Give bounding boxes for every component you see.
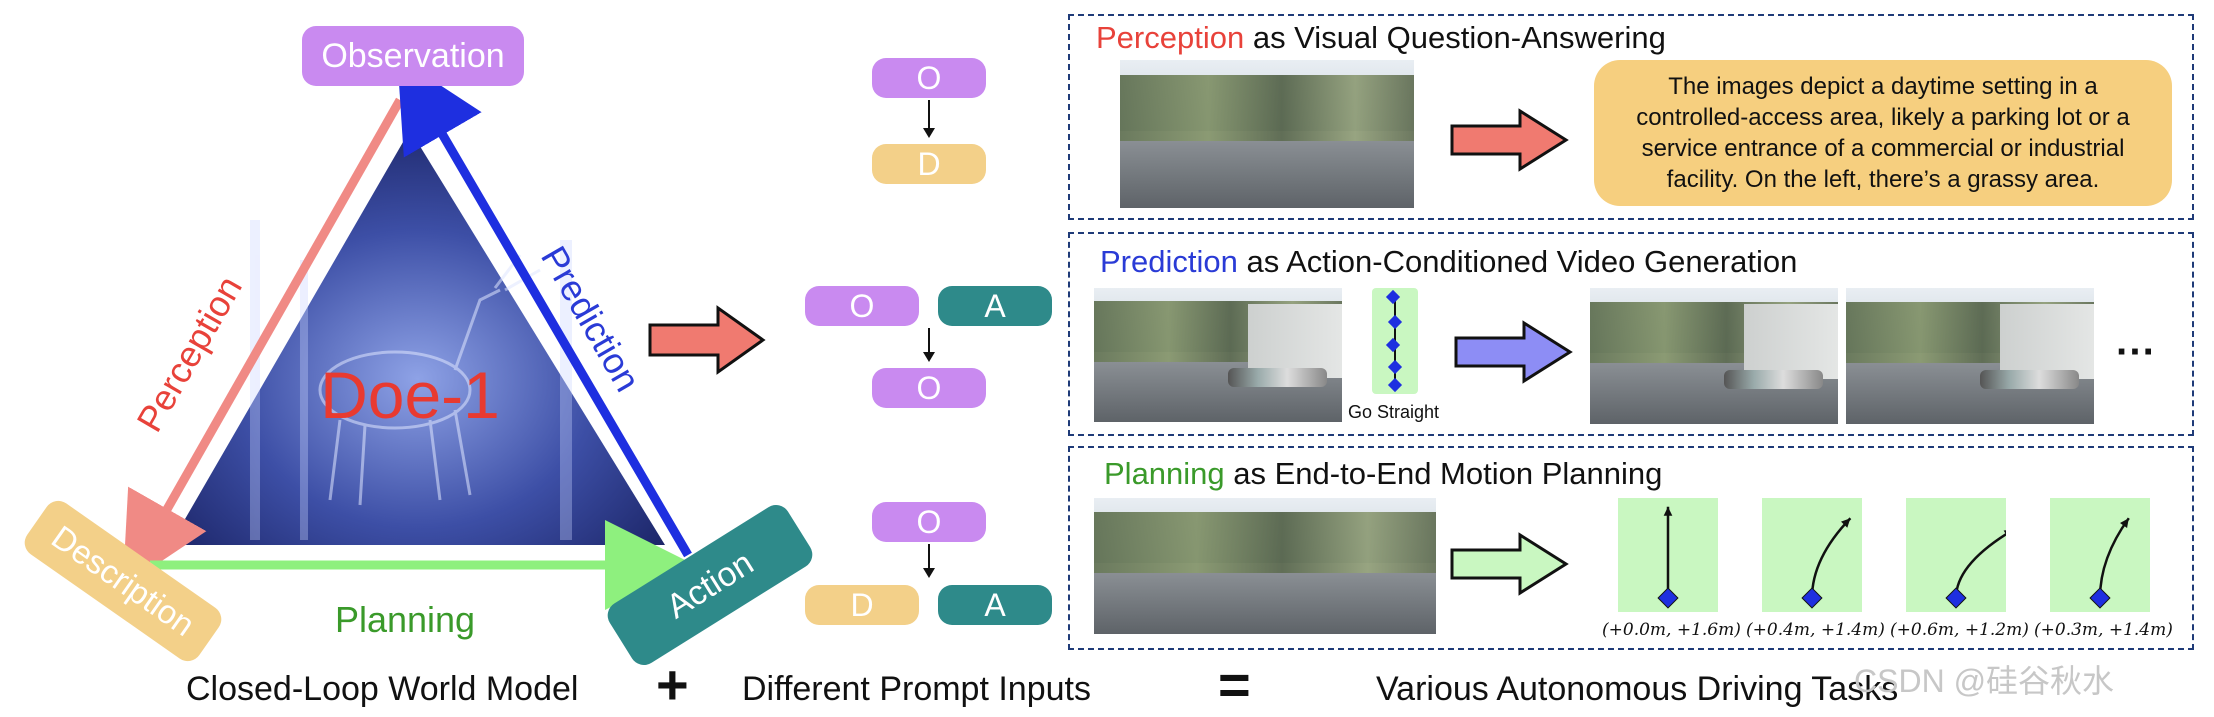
plus-symbol: + <box>656 653 689 716</box>
go-straight-trajectory-icon <box>1385 289 1403 393</box>
prompt2-o: O <box>805 286 919 326</box>
perception-panel-title: Perception as Visual Question-Answering <box>1096 20 1666 55</box>
perception-arrow-icon <box>1450 108 1569 172</box>
prediction-panel-title: Prediction as Action-Conditioned Video G… <box>1100 244 1798 279</box>
ego-vehicle-icon <box>1657 587 1679 609</box>
prompt3-down-arrow <box>923 544 935 578</box>
prompt1-down-arrow <box>923 100 935 138</box>
planning-panel: Planning as End-to-End Motion Planning (… <box>1068 446 2194 650</box>
prompt3-o: O <box>872 502 986 542</box>
planning-label: Planning <box>335 599 475 640</box>
trajectory-box-1 <box>1618 498 1718 612</box>
perception-answer-text: The images depict a daytime setting in a… <box>1636 73 2130 193</box>
equals-symbol: = <box>1218 653 1251 716</box>
center-title: Doe-1 <box>320 358 500 432</box>
trajectory-path-3 <box>1945 528 2015 609</box>
prediction-input-frame <box>1094 288 1342 422</box>
perception-arrow <box>122 97 404 588</box>
trajectory-label-2: (+0.4m, +1.4m) <box>1746 620 1885 640</box>
prediction-arrow-icon <box>1454 320 1573 384</box>
observation-label: Observation <box>321 36 505 75</box>
perception-panel: Perception as Visual Question-Answering … <box>1068 14 2194 220</box>
prompt1-d: D <box>872 144 986 184</box>
prompt2-o-out: O <box>872 368 986 408</box>
prompt2-a: A <box>938 286 1052 326</box>
prompt3-d: D <box>805 585 919 625</box>
trajectory-box-2 <box>1762 498 1862 612</box>
trajectory-path-4 <box>2089 517 2130 609</box>
prompt1-o: O <box>872 58 986 98</box>
bottom-left-text: Closed-Loop World Model <box>186 670 579 708</box>
observation-node: Observation <box>302 26 524 86</box>
prediction-panel: Prediction as Action-Conditioned Video G… <box>1068 232 2194 436</box>
perception-input-image <box>1120 60 1414 208</box>
trajectory-box-4 <box>2050 498 2150 612</box>
trajectory-label-1: (+0.0m, +1.6m) <box>1602 620 1741 640</box>
doe-illustration <box>170 130 665 545</box>
planning-arrow-icon <box>1450 532 1569 596</box>
planning-panel-title: Planning as End-to-End Motion Planning <box>1104 456 1663 491</box>
prediction-arrow <box>397 57 692 558</box>
planning-input-image <box>1094 498 1436 634</box>
watermark: CSDN @硅谷秋水 <box>1854 663 2115 699</box>
trajectory-box-3 <box>1906 498 2015 612</box>
prediction-ellipsis: ··· <box>2116 330 2156 374</box>
to-prompts-arrow <box>648 305 766 375</box>
perception-answer-bubble: The images depict a daytime setting in a… <box>1594 60 2172 206</box>
bottom-right-text: Various Autonomous Driving Tasks <box>1376 670 1899 708</box>
prediction-output-frame-1 <box>1590 288 1838 424</box>
bottom-middle-text: Different Prompt Inputs <box>742 670 1091 708</box>
ego-vehicle-icon <box>1801 587 1823 609</box>
closed-loop-diagram: Perception Prediction Planning Doe-1 <box>122 57 695 640</box>
trajectory-path-1 <box>1657 506 1679 609</box>
perception-label: Perception <box>128 269 250 439</box>
trajectory-label-3: (+0.6m, +1.2m) <box>1890 620 2029 640</box>
trajectory-path-2 <box>1801 517 1852 609</box>
trajectory-label-4: (+0.3m, +1.4m) <box>2034 620 2173 640</box>
prompt3-a: A <box>938 585 1052 625</box>
go-straight-label: Go Straight <box>1348 402 1440 422</box>
prediction-output-frame-2 <box>1846 288 2094 424</box>
ego-vehicle-icon <box>2089 587 2111 609</box>
ego-vehicle-icon <box>1945 587 1967 609</box>
prompt2-down-arrow <box>923 328 935 362</box>
